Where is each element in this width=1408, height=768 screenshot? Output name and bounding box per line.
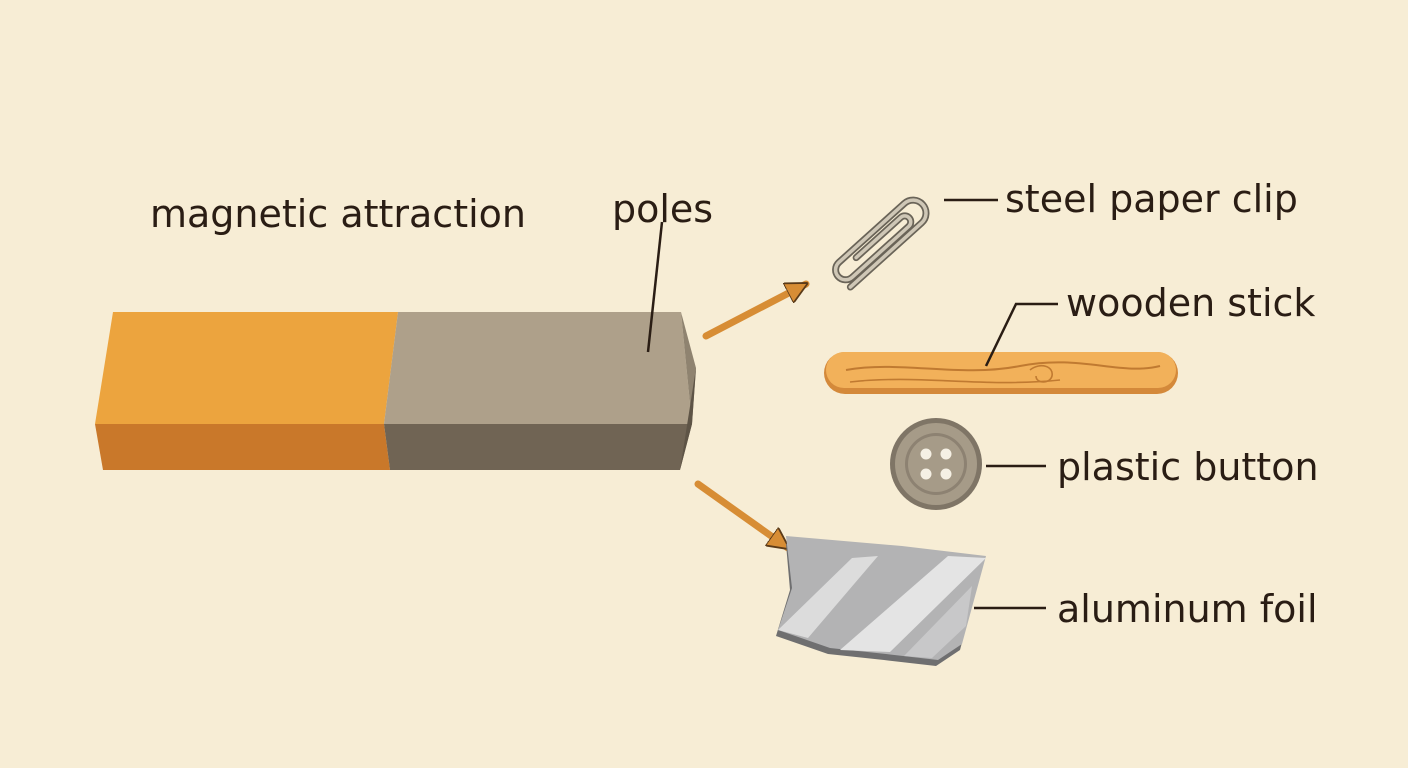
plastic-button-label: plastic button	[1057, 445, 1319, 489]
bar-magnet	[95, 312, 696, 470]
magnet-orange-bottom	[95, 424, 390, 470]
foil-icon	[776, 536, 986, 666]
poles-leader-line	[646, 221, 664, 353]
magnet-end-face-lower	[680, 368, 696, 470]
paper-clip-label: steel paper clip	[1005, 177, 1298, 221]
magnet-orange-top	[95, 312, 398, 424]
button-icon	[890, 418, 982, 510]
arrow-to-paper-clip	[702, 280, 806, 340]
poles-label: poles	[612, 187, 714, 231]
arrow-to-foil	[694, 480, 792, 552]
magnet-gray-top	[384, 312, 692, 424]
diagram-title: magnetic attraction	[150, 192, 526, 236]
aluminum-foil-label: aluminum foil	[1057, 587, 1318, 631]
magnet-gray-bottom	[384, 424, 692, 470]
paper-clip-icon	[832, 196, 930, 291]
wooden-stick-leader-line	[984, 302, 1058, 367]
wooden-stick-label: wooden stick	[1066, 281, 1316, 325]
wooden-stick-icon	[824, 352, 1178, 394]
